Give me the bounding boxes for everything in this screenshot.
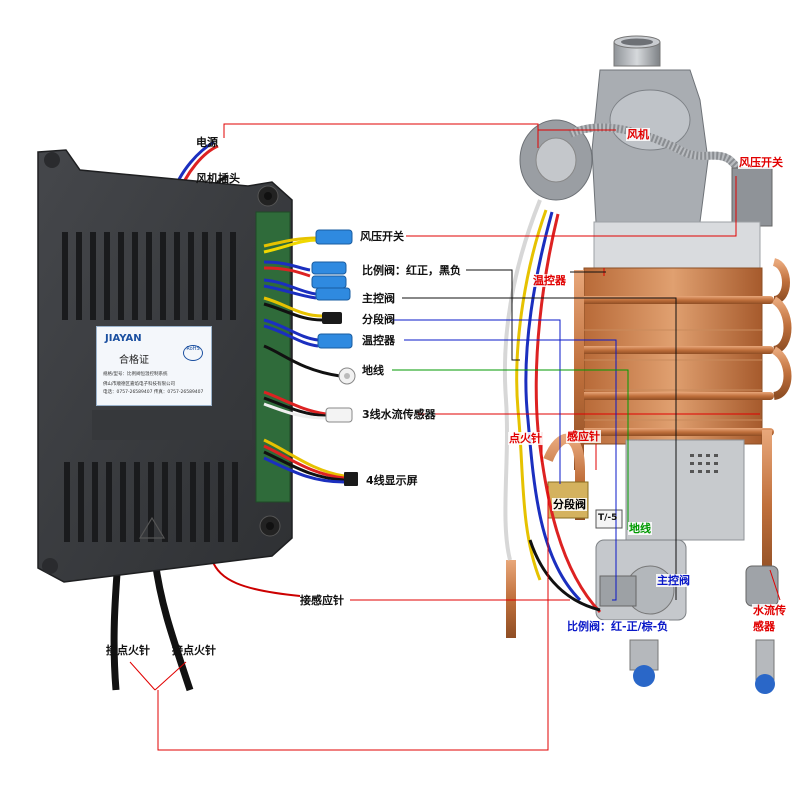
label-igniter-1: 接点火针 [106, 644, 150, 657]
label-flow-sensor-right-1: 水流传 [752, 604, 787, 617]
certificate-phone: 电话：0757-26589407 传真：0757-26589407 [103, 390, 204, 395]
label-main-valve-right: 主控阀 [656, 574, 691, 587]
valve-tag: T/-5 [598, 513, 618, 523]
label-air-pressure-switch: 风压开关 [360, 230, 404, 243]
label-display: 4线显示屏 [366, 474, 418, 487]
label-fan-plug: 风机插头 [196, 172, 240, 185]
label-sensing-needle: 接感应针 [300, 594, 344, 607]
label-segment-valve: 分段阀 [362, 313, 395, 326]
label-power: 电源 [196, 136, 218, 149]
certificate-maker: 佛山市顺德区嘉焰电子科技有限公司 [103, 382, 175, 387]
callout-lines [129, 123, 781, 751]
label-fan: 风机 [626, 128, 650, 141]
label-ground: 地线 [362, 364, 384, 377]
label-air-pressure-switch-right: 风压开关 [738, 156, 784, 169]
certificate-model: 规格/型号：比例阀恒温控制系统 [103, 372, 168, 377]
label-segment-valve-right: 分段阀 [552, 498, 587, 511]
terminal-connectors [311, 229, 358, 486]
label-igniter-right: 点火针 [508, 432, 543, 445]
certificate-title: 合格证 [119, 355, 149, 366]
label-proportional-valve-right: 比例阀：红-正/棕-负 [566, 620, 670, 633]
label-flow-sensor-right-2: 感器 [752, 620, 776, 633]
label-main-valve: 主控阀 [362, 292, 395, 305]
label-proportional-valve: 比例阀：红正，黑负 [362, 264, 461, 277]
label-thermostat: 温控器 [362, 334, 395, 347]
wire-bundle [263, 236, 345, 484]
water-heater [502, 35, 792, 694]
label-thermostat-right: 温控器 [532, 274, 567, 287]
brand-logo: JIAYAN [105, 333, 142, 344]
label-sensing-needle-right: 感应针 [566, 430, 601, 443]
label-flow-sensor: 3线水流传感器 [362, 408, 436, 421]
rohs-badge: RoHS [183, 345, 203, 361]
controller-box [37, 140, 301, 692]
label-ground-right: 地线 [628, 522, 652, 535]
label-igniter-2: 接点火针 [172, 644, 216, 657]
controller-certificate-label: JIAYAN RoHS 合格证 规格/型号：比例阀恒温控制系统 佛山市顺德区嘉焰… [96, 326, 212, 406]
